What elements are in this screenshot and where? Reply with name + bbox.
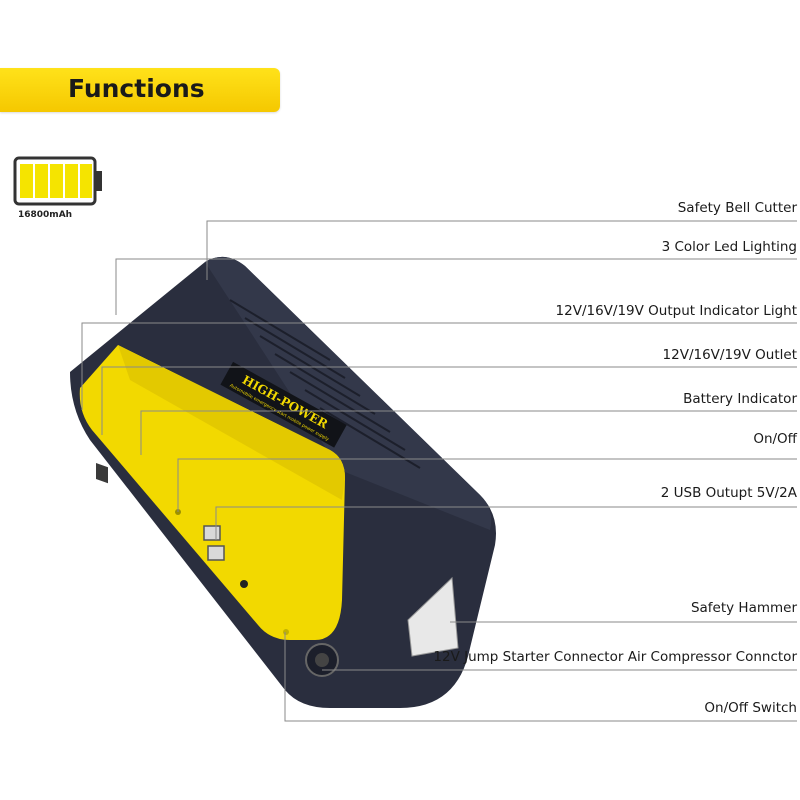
- label-output-indicator-light: 12V/16V/19V Output Indicator Light: [555, 303, 797, 319]
- air-connector: [240, 580, 248, 588]
- label-safety-bell-cutter: Safety Bell Cutter: [677, 200, 797, 216]
- yellow-panel: [79, 345, 345, 640]
- safety-hammer: [407, 576, 459, 657]
- functions-banner: Functions: [0, 68, 280, 112]
- battery-full-icon: [13, 156, 102, 206]
- label-outlet: 12V/16V/19V Outlet: [662, 347, 797, 363]
- label-led-lighting: 3 Color Led Lighting: [661, 239, 797, 255]
- label-jump-starter-connector: 12V Jump Starter Connector Air Compresso…: [433, 649, 797, 665]
- label-on-off: On/Off: [753, 431, 797, 447]
- label-battery-indicator: Battery Indicator: [683, 391, 797, 407]
- label-usb-output: 2 USB Outupt 5V/2A: [660, 485, 797, 501]
- page-title: Functions: [68, 74, 205, 103]
- usb-port-2: [207, 545, 225, 561]
- label-safety-hammer: Safety Hammer: [690, 600, 797, 616]
- battery-capacity: 16800mAh: [18, 210, 73, 220]
- dc-outlet-port: [96, 462, 108, 484]
- label-on-off-switch: On/Off Switch: [704, 700, 797, 716]
